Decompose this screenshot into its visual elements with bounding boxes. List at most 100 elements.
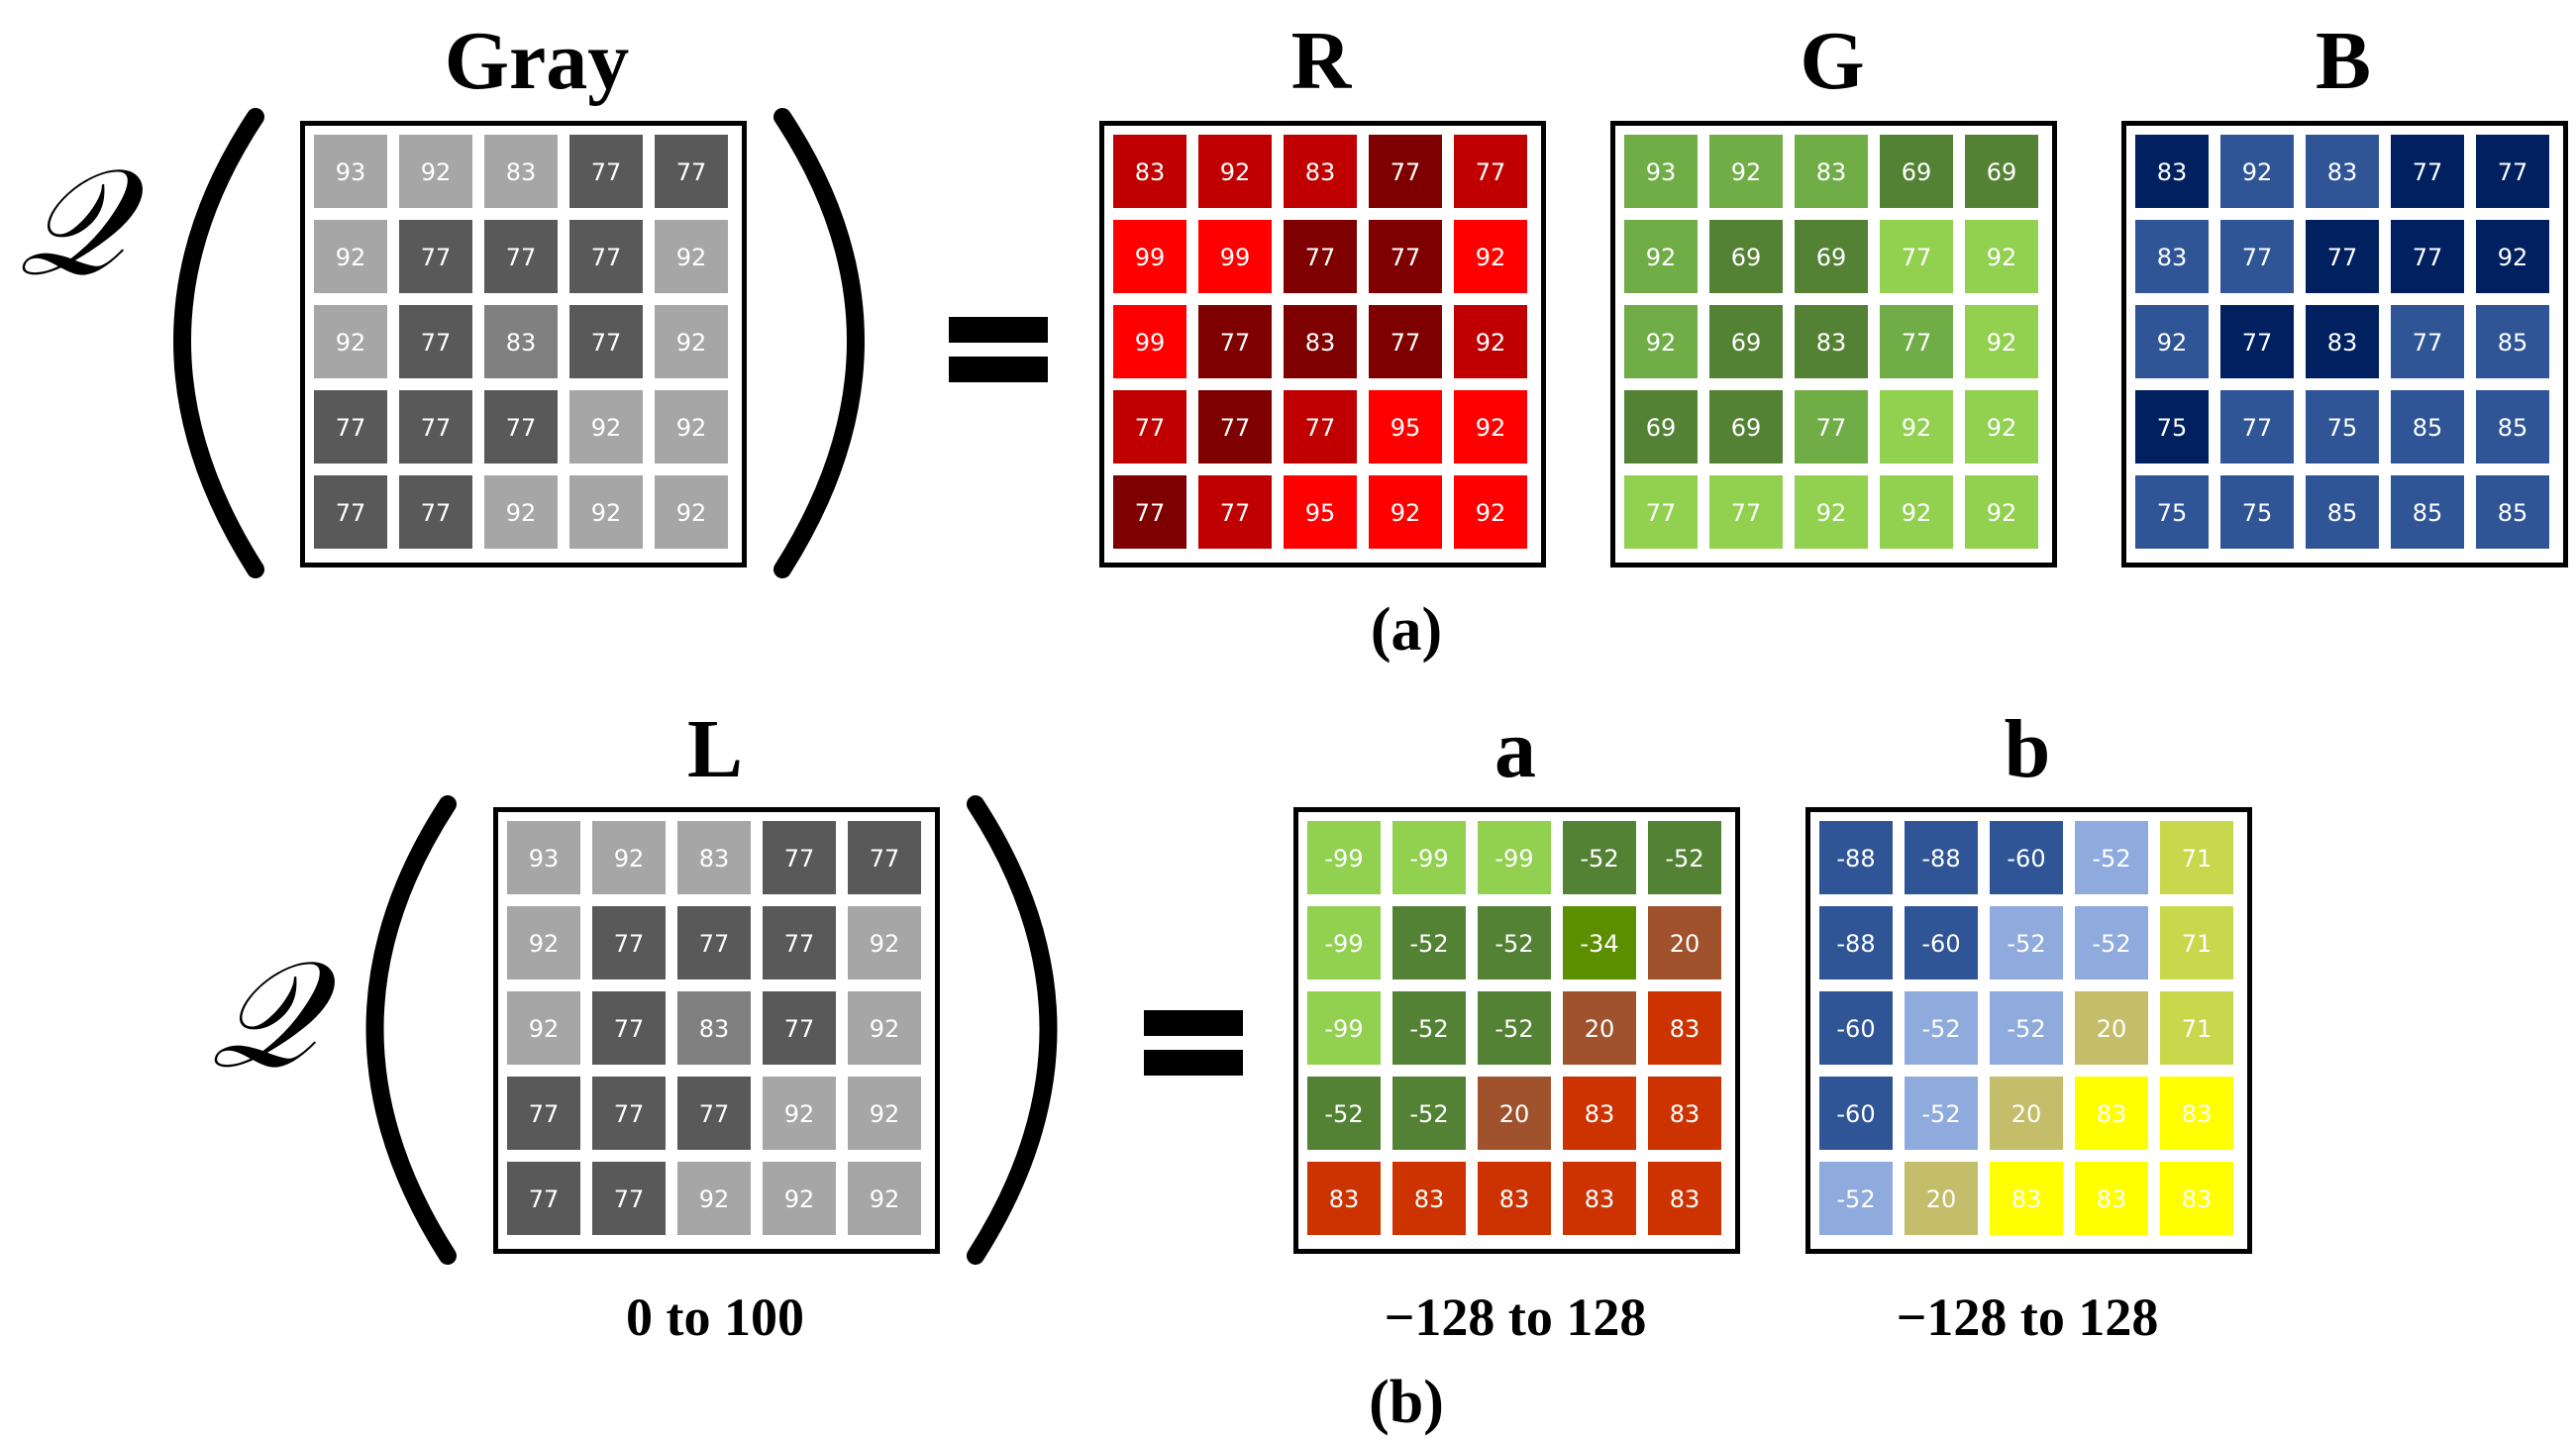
matrix-cell [1392,821,1466,894]
matrix-cell [2075,1077,2148,1150]
matrix-cell-value: -52 [2092,930,2130,958]
matrix-cell [848,1077,921,1150]
matrix-cell-value: 92 [1220,158,1251,186]
matrix-cell-value: -52 [1494,1015,1533,1043]
matrix-cell [677,1162,751,1235]
matrix-cell-value: 93 [1646,158,1677,186]
matrix-cell-value: 92 [1391,499,1421,527]
caption-a: (a) [1370,596,1443,664]
matrix-cell-value: 77 [591,158,622,186]
matrix-cell-value: 83 [506,158,537,186]
matrix-cell [2160,1077,2233,1150]
matrix-cell-value: 92 [591,414,622,442]
matrix-cell [2391,390,2464,464]
matrix-cell [1709,305,1783,378]
matrix-cell-value: 92 [1646,244,1677,271]
matrix-cell [1307,991,1381,1065]
range-a: −128 to 128 [1384,1288,1647,1347]
matrix-cell [2135,390,2209,464]
matrix-cell-value: -99 [1324,845,1363,873]
matrix-cell-value: 69 [1902,158,1932,186]
matrix-cell-value: 77 [421,329,452,357]
matrix-cell-value: 92 [1902,499,1932,527]
matrix-cell [763,821,836,894]
matrix-cell-value: -52 [1409,1015,1448,1043]
matrix-cell [655,135,728,208]
range-b: −128 to 128 [1896,1288,2159,1347]
matrix-cell [2306,305,2379,378]
matrix-cell-value: 77 [2242,414,2273,442]
matrix-cell-value: -88 [1921,845,1960,873]
matrix-cell-value: 92 [2242,158,2273,186]
matrix-cell-value: 92 [1476,244,1506,271]
matrix-cell-value: -52 [1665,845,1703,873]
matrix-cell-value: 83 [2182,1100,2213,1128]
matrix-cell [484,135,558,208]
matrix-cell-value: 77 [2242,329,2273,357]
matrix-cell [2160,906,2233,979]
matrix-cell-value: 77 [1305,414,1336,442]
matrix-cell-value: 77 [336,499,366,527]
matrix-cell-value: 83 [2011,1185,2042,1213]
matrix-cell-value: -60 [2007,845,2045,873]
matrix-cell-value: 92 [1731,158,1762,186]
matrix-cell [1905,991,1978,1065]
matrix-cell-value: 93 [529,845,560,873]
matrix-cell-value: 92 [1987,414,2017,442]
matrix-cell [484,475,558,549]
matrix-cell [1113,390,1186,464]
label-a-channel: a [1494,703,1536,795]
matrix-cell [2135,220,2209,293]
right-paren-a [773,108,865,578]
matrix-cell-value: 92 [1646,329,1677,357]
matrix-cell [1905,1077,1978,1150]
matrix-cell-value: 92 [1476,499,1506,527]
matrix-cell [1819,1077,1893,1150]
matrix-cell [1990,906,2063,979]
matrix-cell-value: 77 [421,244,452,271]
matrix-cell [1965,135,2038,208]
matrix-cell [1965,390,2038,464]
matrix-cell-value: 85 [2498,499,2528,527]
matrix-cell [1454,305,1527,378]
matrix-cell-value: 83 [699,845,730,873]
matrix-cell [592,906,666,979]
matrix-cell-value: 77 [506,244,537,271]
caption-b: (b) [1369,1369,1444,1436]
matrix-cell [592,1162,666,1235]
matrix-cell [2306,135,2379,208]
matrix-cell [1624,305,1698,378]
matrix-cell [2220,390,2294,464]
matrix-cell-value: 69 [1987,158,2017,186]
matrix-cell [1648,906,1721,979]
matrix-cell [1307,906,1381,979]
right-paren-b [967,795,1058,1265]
matrix-cell [2476,305,2549,378]
matrix-cell [399,305,472,378]
matrix-cell-value: 92 [421,158,452,186]
matrix-cell-value: 77 [2242,244,2273,271]
matrix-cell [677,991,751,1065]
operator-q-b: 𝒬 [210,929,317,1101]
matrix-cell [399,135,472,208]
matrix-cell-value: 77 [421,414,452,442]
matrix-cell [2075,906,2148,979]
matrix-cell [1454,475,1527,549]
matrix-cell [2135,475,2209,549]
matrix-cell-value: 71 [2182,930,2213,958]
matrix-cell-value: 77 [336,414,366,442]
matrix-cell [592,1077,666,1150]
matrix-cell [1284,220,1357,293]
matrix-cell [569,135,643,208]
matrix-cell [314,220,387,293]
matrix-cell [2160,1162,2233,1235]
matrix-cell [1880,390,1953,464]
matrix-cell [848,906,921,979]
matrix-cell [655,475,728,549]
